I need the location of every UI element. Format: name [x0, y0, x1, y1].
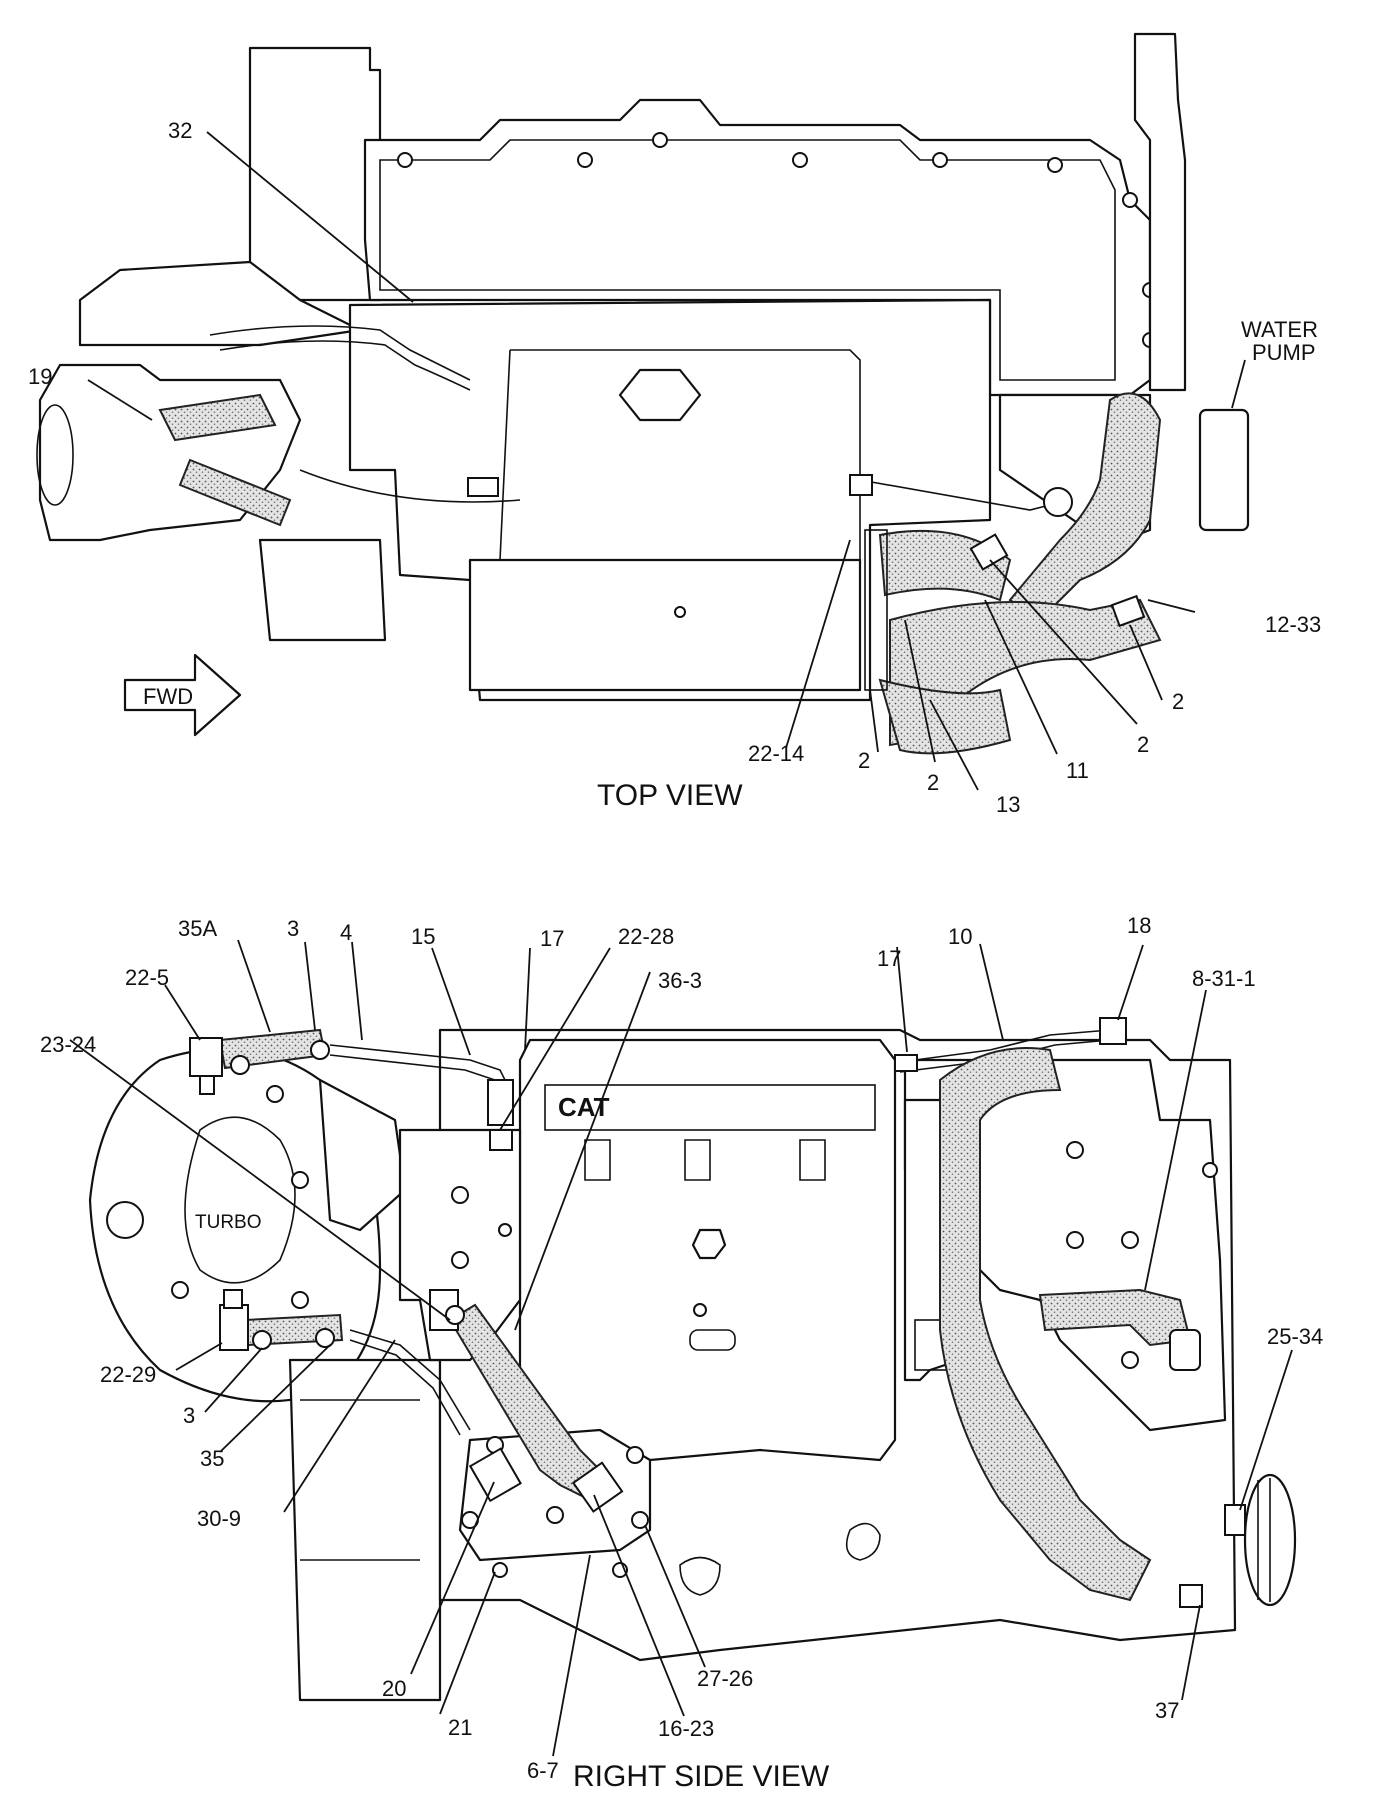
top-lower-block: [258, 538, 387, 642]
fwd-label: FWD: [143, 684, 193, 709]
callout-12-33: 12-33: [1265, 612, 1321, 637]
callout-3-top: 3: [287, 916, 299, 941]
callout-13: 13: [996, 792, 1020, 817]
callout-2-a: 2: [858, 748, 870, 773]
side-hose-big-upper: [939, 1047, 1152, 1602]
water-pump-label-line2: PUMP: [1252, 340, 1316, 365]
top-view: FWD 32 19 WATER PUMP 12-33 22-14 2 2 2 2…: [28, 32, 1321, 817]
callout-18: 18: [1127, 913, 1151, 938]
callout-10: 10: [948, 924, 972, 949]
turbo-label: TURBO: [195, 1212, 262, 1233]
callout-11: 11: [1066, 758, 1089, 783]
tube-10: [899, 1029, 1111, 1063]
water-pump-label-line1: WATER: [1241, 317, 1318, 342]
callout-35: 35: [200, 1446, 224, 1471]
top-hose-bottom-bend: [878, 678, 1012, 755]
callout-32: 32: [168, 118, 192, 143]
callout-23-24: 23-24: [40, 1032, 96, 1057]
callout-20: 20: [382, 1676, 406, 1701]
turbo-arm: [318, 1078, 407, 1232]
callout-21: 21: [448, 1715, 472, 1740]
right-side-view-title: RIGHT SIDE VIEW: [573, 1760, 830, 1793]
top-upper-cover: [78, 260, 362, 347]
callout-22-29: 22-29: [100, 1362, 156, 1387]
fitting-22-29: [219, 1304, 249, 1351]
callout-22-28: 22-28: [618, 924, 674, 949]
callout-35A: 35A: [178, 916, 217, 941]
callout-4: 4: [340, 920, 352, 945]
callout-22-14: 22-14: [748, 741, 804, 766]
top-cooler-body: [468, 558, 862, 692]
side-left-base: [288, 1358, 442, 1702]
callout-22-5: 22-5: [125, 965, 169, 990]
callout-15: 15: [411, 924, 435, 949]
callout-17-a: 17: [540, 926, 564, 951]
fwd-arrow: [123, 653, 242, 737]
callout-8-31-1: 8-31-1: [1192, 966, 1256, 991]
water-pump-pulley: [1198, 408, 1250, 532]
callout-16-23: 16-23: [658, 1716, 714, 1741]
callout-2-b: 2: [927, 770, 939, 795]
callout-30-9: 30-9: [197, 1506, 241, 1531]
callout-19: 19: [28, 364, 52, 389]
top-hose-12: [1008, 392, 1162, 622]
callout-27-26: 27-26: [697, 1666, 753, 1691]
callout-3-bottom: 3: [183, 1403, 195, 1428]
frame-bolts: [397, 132, 1158, 348]
right-side-view: TURBO CAT: [40, 913, 1323, 1793]
top-turbo-oil-hose-upper: [158, 393, 277, 442]
tube-30-9: [349, 1329, 471, 1431]
top-right-upright: [1133, 32, 1187, 392]
fitting-22-5: [189, 1037, 223, 1077]
callout-2-d: 2: [1137, 732, 1149, 757]
top-view-title: TOP VIEW: [597, 779, 743, 812]
callout-17-b: 17: [877, 946, 901, 971]
hex-fitting: [618, 368, 702, 422]
cat-logo: CAT: [558, 1092, 610, 1122]
top-turbo-oil-hose-lower: [178, 458, 292, 527]
callout-6-7: 6-7: [527, 1758, 559, 1783]
callout-25-34: 25-34: [1267, 1324, 1323, 1349]
callout-36-3: 36-3: [658, 968, 702, 993]
top-frame-inner: [379, 139, 1116, 381]
callout-37: 37: [1155, 1698, 1179, 1723]
top-left-block: [248, 46, 382, 302]
callout-2-c: 2: [1172, 689, 1184, 714]
